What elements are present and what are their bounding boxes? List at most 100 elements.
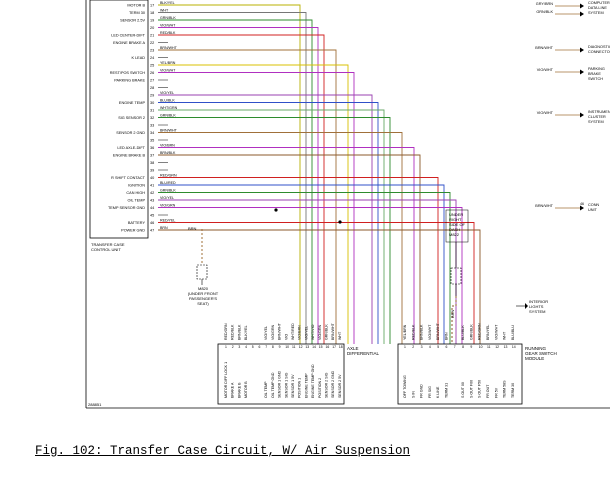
module-pin-number: 15 [319,345,323,349]
connector-arrow-icon [580,205,584,211]
module-wire-blk-yel: BLK/YEL [244,325,248,340]
module-pin-number: 2 [232,345,234,349]
tccm-pin-number: 47 [150,229,154,233]
module-pin-number: 4 [245,345,247,349]
tccm-pin-number: 39 [150,169,154,173]
interior-lights-arrowhead [525,303,528,309]
module-pin-s-out-f50: S OUT F50 [478,380,482,398]
ground-note-box [445,209,469,243]
right-label-cluster: CLUSTER [588,115,606,119]
wire-blk-yel [158,4,301,344]
wire-label-brn-wht: BRN/WHT [160,129,178,133]
module-wire-vio: VIO [284,334,288,340]
module-pin-term-31: TERM 31 [445,383,449,398]
module-pin-oil-temp: OIL TEMP [264,381,268,398]
wire-brn-wht [158,49,337,344]
right-label-diagnostic: DIAGNOSTIC [588,45,610,49]
wire-label-blu-blk: BLU/BLK [160,99,175,103]
module-pin-number: 7 [454,345,456,349]
conn-tag: 46 [580,202,584,206]
module-pin-sensor-1-5v: SENSOR 1 5V [291,374,295,398]
wire-wht [158,12,307,344]
module-wire-blu-blu: BLU/BLU [511,325,515,340]
tccm-label-parking-brake: PARKING BRAKE [114,79,145,83]
wire-label-blu-red: BLU/RED [160,181,176,185]
wire-label-red-yel: RED/YEL [160,219,175,223]
tccm-label-k-lead: K LEAD [131,56,145,60]
right-wire-grn-blk: GRN/BLK [536,10,553,14]
wire-red-blk [158,34,325,344]
ground-note-4: DASH [449,227,460,232]
wire-label-red-blk: RED/BLK [160,31,176,35]
module-pin-term-30: TERM 30 [511,383,515,398]
ground-note-1: UNDER [449,212,463,217]
module-pin-k-line: K LINE [436,386,440,398]
module-wire-vio-grn: VIO/GRN [271,324,275,340]
tccm-pin-number: 20 [150,26,154,30]
interior-lights-3: SYSTEM [529,309,545,314]
module-wire-blu-blk: BLU/BLK [461,325,465,340]
connector-arrow-icon [580,69,584,75]
tccm-pin-number: 29 [150,94,154,98]
module-pin-engine-temp: ENGINE TEMP [304,373,308,398]
right-label-parking: PARKING [588,67,605,71]
wire-label-brn: BRN [160,226,168,230]
wire-vio-wht [158,72,355,344]
connector-arrow-icon [580,11,584,17]
tccm-label-motor-b: MOTOR B [127,4,145,8]
wire-blu-blk [158,102,379,344]
tccm-pin-number: 26 [150,71,154,75]
wire-wht-grn [158,109,385,344]
module-pin-number: 14 [512,345,516,349]
module-pin-number: 1 [404,345,406,349]
transfer-case-control-unit [89,0,149,239]
wire-label-grn-blk: GRN/BLK [160,114,176,118]
module-pin-s-out-00: S OUT 00 [461,382,465,398]
ground-location-1: M820 [198,286,209,291]
tccm-label-engine-brake-b: ENGINE BRAKE B [113,154,146,158]
module-wire-brn-blk: BRN/BLK [237,324,241,340]
tccm-label-battery: BATTERY [128,221,146,225]
ground-note-2: RIGHT [449,217,462,222]
module-wire-vio-brn: VIO/BRN [298,325,302,340]
tccm-pin-number: 24 [150,56,154,60]
tccm-pin-number: 42 [150,191,154,195]
module-wire-red-grn: RED/GRN [224,323,228,340]
tccm-label-sig-sensor-2: SIG SENSOR 2 [118,116,145,120]
wire-label-vio-brn: VIO/BRN [160,144,175,148]
module-pin-off-towing: OFF TOWING [403,375,407,398]
wire-label-brn-wht: BRN/WHT [160,46,178,50]
wire-yel-brn [158,64,349,344]
axle-title-1: AXLE [347,346,359,351]
module-pin-sensor-1-sig: SENSOR 1 SIG [284,372,288,398]
wire-vio-yel [158,199,457,344]
module-wire-wht: WHT [338,331,342,340]
tccm-wires: BLK/YELWHTGRN/BLKVIO/WHTRED/BLKBRN/WHTYE… [158,1,481,344]
tccm-pin-number: 34 [150,131,154,135]
module-pin-number: 9 [470,345,472,349]
wire-vio-brn [158,147,415,344]
tccm-label-power-gnd: POWER GND [121,229,145,233]
module-wire-brn-yel: BRN/YEL [486,325,490,340]
right-label-conn: CONN [588,203,599,207]
wire-vio-yel [158,94,373,344]
wire-grn-blk [158,19,313,344]
rg-title-3: MODULE [525,356,544,361]
right-wire-vio-wht: VIO/WHT [537,111,554,115]
module-pin-motor-b: MOTOR B [244,381,248,398]
module-wire-wht-red: WHT/RED [291,323,295,340]
wire-vio-grn [158,207,463,344]
module-pin-number: 9 [279,345,281,349]
wire-grn-blk [158,192,451,344]
axle-title-2: DIFFERENTIAL [347,351,380,356]
ground-location-4: SEAT) [197,301,209,306]
tccm-pin-number: 43 [150,199,154,203]
module-wire-grn-blk: GRN/BLK [469,324,473,340]
module-pin-sensor-1-gnd: SENSOR 1 GND [278,370,282,398]
module-pin-number: 8 [462,345,464,349]
tccm-label-can-high: CAN HIGH [126,191,145,195]
tccm-pin-number: 30 [150,101,154,105]
